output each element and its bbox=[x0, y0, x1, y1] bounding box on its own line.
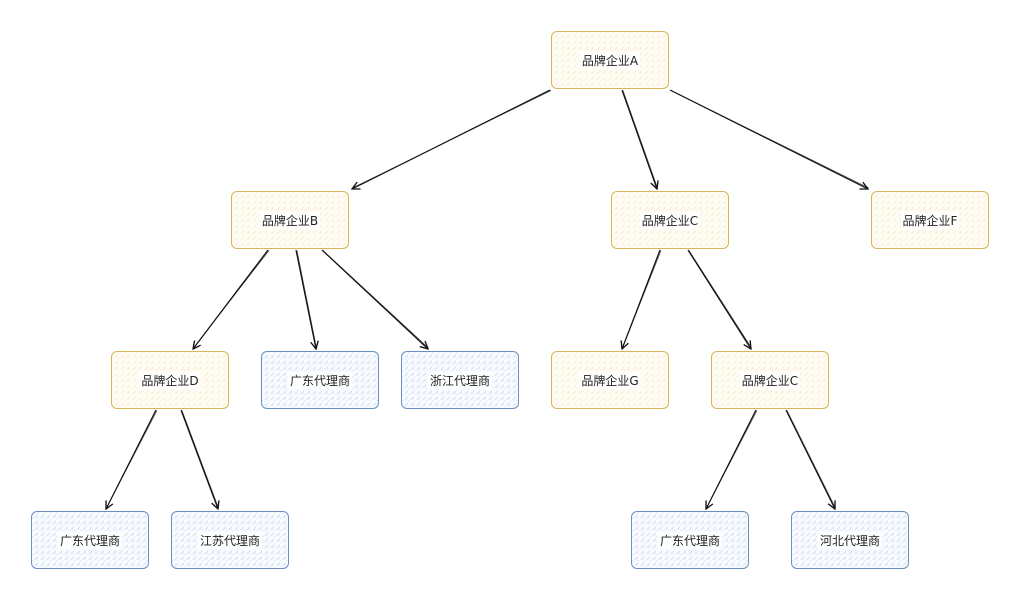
node-agent-guangdong-d[interactable]: 广东代理商 bbox=[31, 511, 149, 569]
node-agent-zhejiang[interactable]: 浙江代理商 bbox=[401, 351, 519, 409]
edge-sketch-stroke bbox=[193, 250, 270, 349]
node-brand-b[interactable]: 品牌企业B bbox=[231, 191, 349, 249]
node-label: 广东代理商 bbox=[657, 531, 722, 549]
node-brand-a[interactable]: 品牌企业A bbox=[551, 31, 669, 89]
node-brand-c-child[interactable]: 品牌企业C bbox=[711, 351, 829, 409]
edge-d-to-js bbox=[180, 409, 218, 509]
edge-sketch-stroke bbox=[670, 90, 869, 189]
node-label: 广东代理商 bbox=[287, 371, 352, 389]
edge-c2-to-hb bbox=[785, 409, 835, 509]
node-brand-d[interactable]: 品牌企业D bbox=[111, 351, 229, 409]
node-label: 江苏代理商 bbox=[197, 531, 262, 549]
node-brand-g[interactable]: 品牌企业G bbox=[551, 351, 669, 409]
node-label: 品牌企业A bbox=[579, 51, 641, 69]
node-label: 河北代理商 bbox=[817, 531, 882, 549]
edge-sketch-stroke bbox=[786, 410, 836, 509]
node-brand-f[interactable]: 品牌企业F bbox=[871, 191, 989, 249]
edge-c1-to-c2 bbox=[687, 249, 751, 349]
edge-sketch-stroke bbox=[322, 250, 429, 349]
node-agent-hebei[interactable]: 河北代理商 bbox=[791, 511, 909, 569]
node-label: 品牌企业C bbox=[639, 211, 701, 229]
edge-a-to-c1 bbox=[621, 89, 657, 189]
edge-b-to-zj bbox=[321, 249, 428, 349]
node-label: 品牌企业C bbox=[739, 371, 801, 389]
node-label: 品牌企业B bbox=[259, 211, 321, 229]
node-agent-guangdong-c[interactable]: 广东代理商 bbox=[631, 511, 749, 569]
edge-sketch-stroke bbox=[296, 250, 317, 349]
edge-sketch-stroke bbox=[106, 410, 158, 509]
node-agent-guangdong-b[interactable]: 广东代理商 bbox=[261, 351, 379, 409]
node-label: 品牌企业F bbox=[900, 211, 960, 229]
node-brand-c[interactable]: 品牌企业C bbox=[611, 191, 729, 249]
edge-sketch-stroke bbox=[181, 410, 219, 509]
edge-sketch-stroke bbox=[688, 250, 752, 349]
edge-b-to-gd1 bbox=[295, 249, 316, 349]
node-label: 广东代理商 bbox=[57, 531, 122, 549]
edge-sketch-stroke bbox=[622, 250, 662, 349]
node-label: 浙江代理商 bbox=[427, 371, 492, 389]
edge-sketch-stroke bbox=[622, 90, 658, 189]
node-label: 品牌企业D bbox=[139, 371, 201, 389]
node-agent-jiangsu[interactable]: 江苏代理商 bbox=[171, 511, 289, 569]
edge-sketch-stroke bbox=[706, 410, 758, 509]
edge-sketch-stroke bbox=[352, 90, 552, 189]
node-label: 品牌企业G bbox=[579, 371, 641, 389]
